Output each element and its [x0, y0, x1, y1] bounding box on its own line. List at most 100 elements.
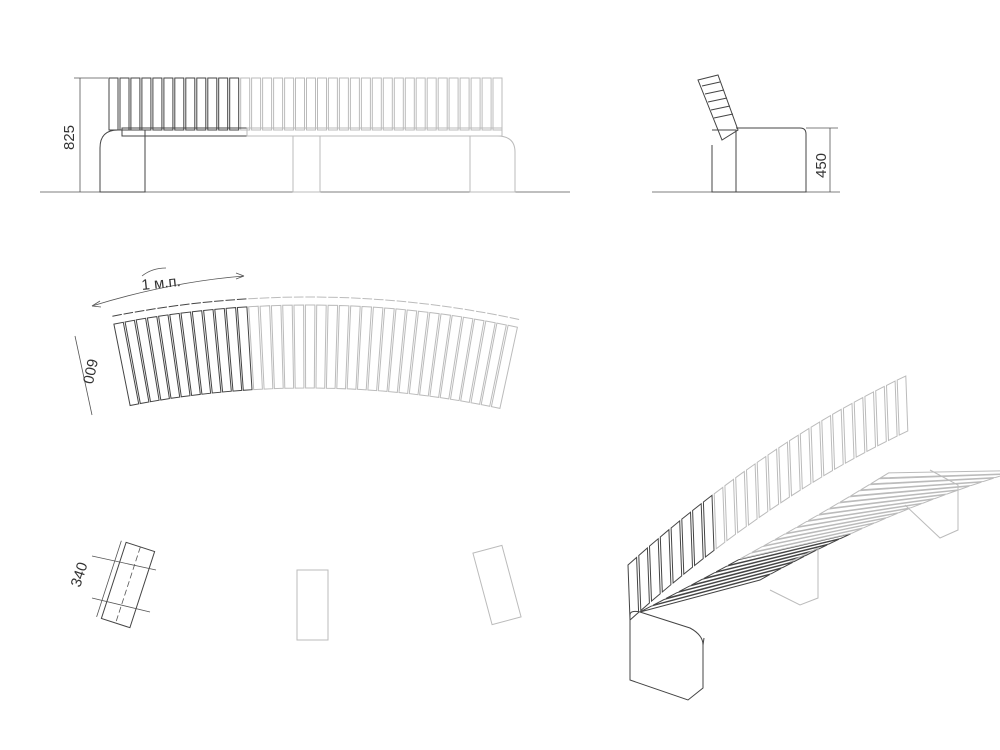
- extension-line: [91, 555, 157, 571]
- backrest-top: [259, 297, 270, 299]
- plan-slat: [449, 316, 474, 402]
- backrest-top: [351, 297, 361, 299]
- iso-back-slat: [864, 391, 877, 453]
- plan-view: 1 м.п. 600: [74, 267, 520, 416]
- iso-back-slat: [810, 421, 823, 484]
- plan-slat: [367, 306, 384, 392]
- plan-slat: [113, 321, 140, 407]
- edge: [702, 637, 705, 646]
- backrest-slat: [141, 77, 152, 131]
- backrest-slat: [196, 77, 207, 131]
- iso-seat-slat: [665, 561, 793, 599]
- backrest-slat: [262, 77, 273, 131]
- backrest-top: [407, 301, 418, 304]
- backrest-top: [419, 302, 429, 305]
- backrest-slat: [360, 77, 371, 131]
- backrest-slat: [207, 77, 218, 131]
- plan-slat: [408, 310, 429, 396]
- iso-back-slat: [875, 385, 887, 447]
- iso-seat-slat: [715, 538, 840, 573]
- backrest-profile: [697, 74, 739, 141]
- plan-slat: [282, 304, 295, 389]
- iso-leg-left: [629, 610, 704, 701]
- backrest-top: [214, 300, 224, 302]
- plan-slat: [124, 319, 150, 405]
- leg-left: [99, 129, 146, 193]
- iso-back-slat: [713, 486, 726, 550]
- backrest-slat: [119, 77, 130, 131]
- iso-back-slat: [627, 556, 640, 622]
- backrest-slat-lines: [701, 81, 734, 119]
- arrowheads: [91, 272, 245, 308]
- backrest-top: [112, 313, 122, 317]
- backrest-top: [157, 306, 167, 309]
- iso-back-slat: [745, 462, 758, 526]
- dimension-825: 825: [61, 125, 78, 150]
- backrest-top: [362, 298, 373, 300]
- iso-back-slat: [735, 470, 747, 534]
- plan-slat: [388, 308, 406, 393]
- seat-faded: [246, 127, 503, 137]
- iso-back-slat: [799, 427, 812, 490]
- iso-back-slat: [853, 396, 866, 459]
- plan-slat: [270, 304, 284, 390]
- backrest-top: [430, 304, 441, 307]
- plan-slat: [225, 307, 243, 392]
- iso-back-slat: [648, 537, 661, 603]
- plan-slats: [112, 296, 520, 409]
- plan-slat: [180, 311, 201, 397]
- backrest-top: [225, 299, 236, 301]
- plan-slat: [460, 318, 485, 403]
- backrest-slat: [251, 77, 262, 131]
- backrest-slat: [317, 77, 327, 131]
- backrest-top: [442, 305, 452, 308]
- backrest-slat: [273, 77, 284, 131]
- backrest-slat: [284, 77, 295, 131]
- backrest-top: [453, 307, 463, 310]
- plan-slat: [346, 305, 361, 390]
- backrest-top: [498, 314, 508, 318]
- backrest-top: [202, 301, 213, 303]
- plan-slat: [439, 314, 463, 400]
- backrest-slat: [371, 77, 382, 131]
- iso-back-slat: [692, 502, 704, 567]
- backrest-slat: [481, 77, 492, 131]
- plan-slat: [203, 308, 222, 394]
- plan-slat: [429, 313, 452, 398]
- backrest-top: [248, 297, 258, 300]
- backrest-slat: [492, 77, 503, 131]
- plan-slat: [169, 312, 191, 398]
- backrest-slat: [295, 77, 305, 131]
- isometric-view: [627, 375, 1000, 701]
- plan-slat: [293, 304, 305, 389]
- backrest-top: [236, 298, 247, 300]
- plan-slat: [336, 304, 350, 390]
- plan-slat: [146, 316, 170, 401]
- plan-slat: [315, 304, 327, 389]
- plan-slat: [419, 311, 440, 397]
- iso-back-slat: [885, 380, 898, 442]
- backrest-top: [191, 302, 201, 305]
- iso-seat-slat: [860, 477, 994, 491]
- iso-back-slat: [670, 519, 683, 585]
- backrest-slat: [185, 77, 196, 131]
- plan-slat: [259, 305, 274, 390]
- backrest-slat: [218, 77, 229, 131]
- backrest-slat: [327, 77, 338, 131]
- plan-slat: [248, 305, 263, 391]
- iso-leg-middle: [769, 547, 819, 606]
- backrest-slat: [338, 77, 349, 131]
- plan-slat: [490, 324, 518, 409]
- side-view: 450: [652, 74, 840, 193]
- iso-seat-slat: [839, 485, 970, 503]
- plan-slat: [398, 309, 418, 395]
- iso-back-slat: [724, 478, 737, 542]
- backrest-top: [134, 310, 145, 313]
- backrest-slat: [459, 77, 470, 131]
- iso-back-slat: [681, 511, 694, 576]
- plan-slat: [135, 317, 160, 403]
- plan-slat: [325, 304, 339, 389]
- footprint-left: [96, 540, 156, 629]
- backrest-slat: [130, 77, 141, 131]
